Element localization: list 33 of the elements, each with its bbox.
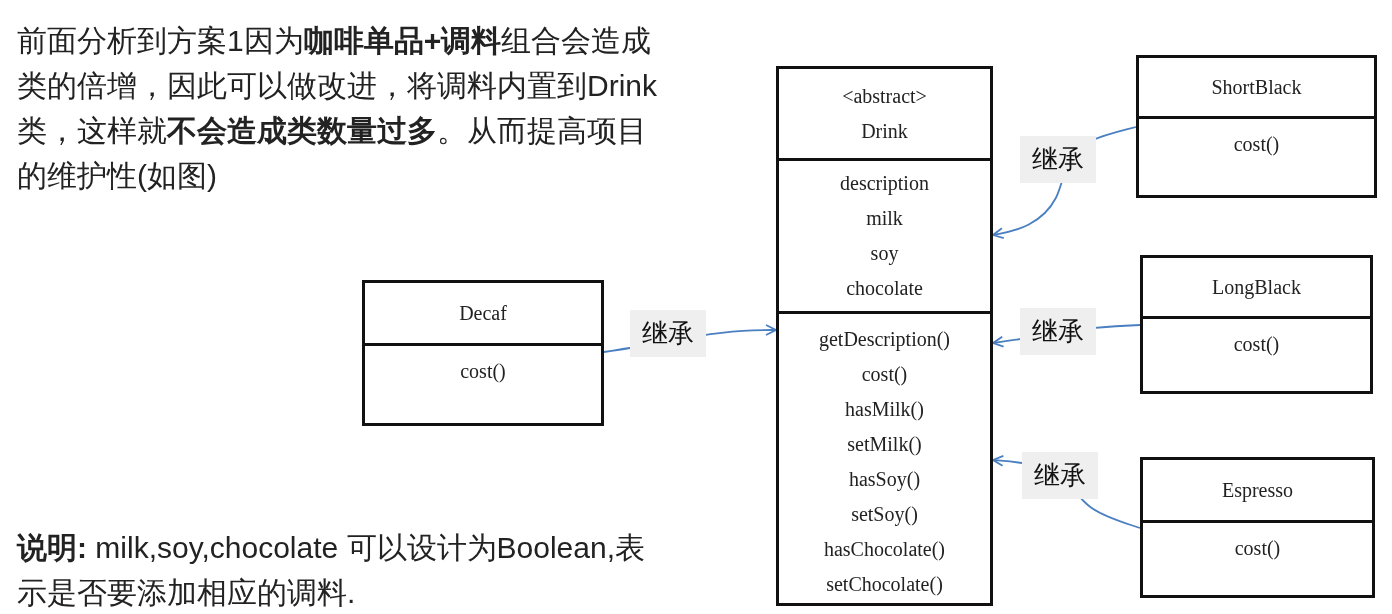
edge-label: 继承: [630, 310, 706, 357]
note-text: 说明: milk,soy,chocolate 可以设计为Boolean,表示是否要添加相应的调料.: [17, 530, 646, 611]
field-name: description: [840, 171, 929, 197]
class-box: [1140, 457, 1375, 598]
class-name: Decaf: [459, 300, 507, 326]
method-name: cost(): [460, 359, 506, 385]
field-name: soy: [870, 241, 899, 267]
class-box: [776, 66, 993, 606]
method-name: setChocolate(): [826, 572, 943, 598]
method-name: hasMilk(): [845, 397, 924, 423]
method-name: setMilk(): [847, 432, 922, 458]
class-box: [1140, 255, 1373, 394]
method-name: cost(): [1234, 536, 1281, 562]
edge-label: 继承: [1022, 452, 1098, 499]
method-name: getDescription(): [818, 327, 951, 353]
class-name: Espresso: [1221, 477, 1294, 504]
method-name: setSoy(): [851, 502, 918, 528]
field-name: milk: [866, 206, 903, 231]
class-name: Drink: [861, 118, 908, 144]
class-box: [362, 280, 604, 426]
method-name: cost(): [861, 362, 908, 388]
stereotype-text: <abstract>: [842, 83, 927, 109]
method-name: hasSoy(): [848, 467, 921, 493]
class-name: LongBlack: [1212, 274, 1301, 301]
note-text: 前面分析到方案1因为咖啡单品+调料组合会造成类的倍增，因此可以做改进，将调料内置到Drink类，这样就不会造成类数量过多。从而提高项目的维护性(如图): [17, 23, 657, 194]
edge-label: 继承: [1020, 308, 1096, 355]
method-name: cost(): [1233, 132, 1280, 158]
class-box: [1136, 55, 1377, 198]
method-name: cost(): [1233, 332, 1280, 358]
class-name: ShortBlack: [1211, 74, 1302, 100]
method-name: hasChocolate(): [823, 537, 946, 563]
edge-label: 继承: [1020, 136, 1096, 183]
field-name: chocolate: [846, 276, 923, 301]
